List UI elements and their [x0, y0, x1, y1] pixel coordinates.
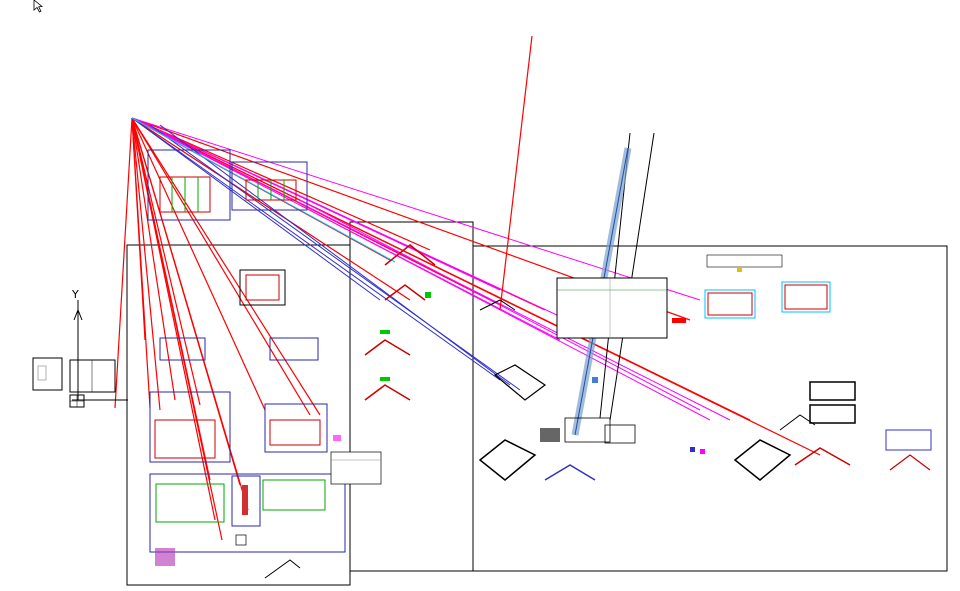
leader-vertical — [499, 35, 655, 436]
middle-sheet-roof-details[interactable] — [364, 244, 436, 401]
leader-rays-magenta — [131, 117, 731, 421]
elevation-frames-top[interactable] — [147, 149, 308, 221]
ucs-y-label: Y — [71, 288, 79, 301]
mouse-pointer-icon — [33, 0, 44, 13]
sheet-right-border[interactable] — [472, 245, 948, 572]
ucs-axis-icon: Y — [71, 288, 128, 401]
thumbnail-drawings-left[interactable] — [32, 357, 116, 408]
left-sheet-details[interactable] — [149, 269, 382, 579]
leader-rays-red — [114, 117, 821, 541]
right-sheet-details[interactable] — [478, 254, 932, 481]
leader-rays-blue — [131, 117, 521, 391]
